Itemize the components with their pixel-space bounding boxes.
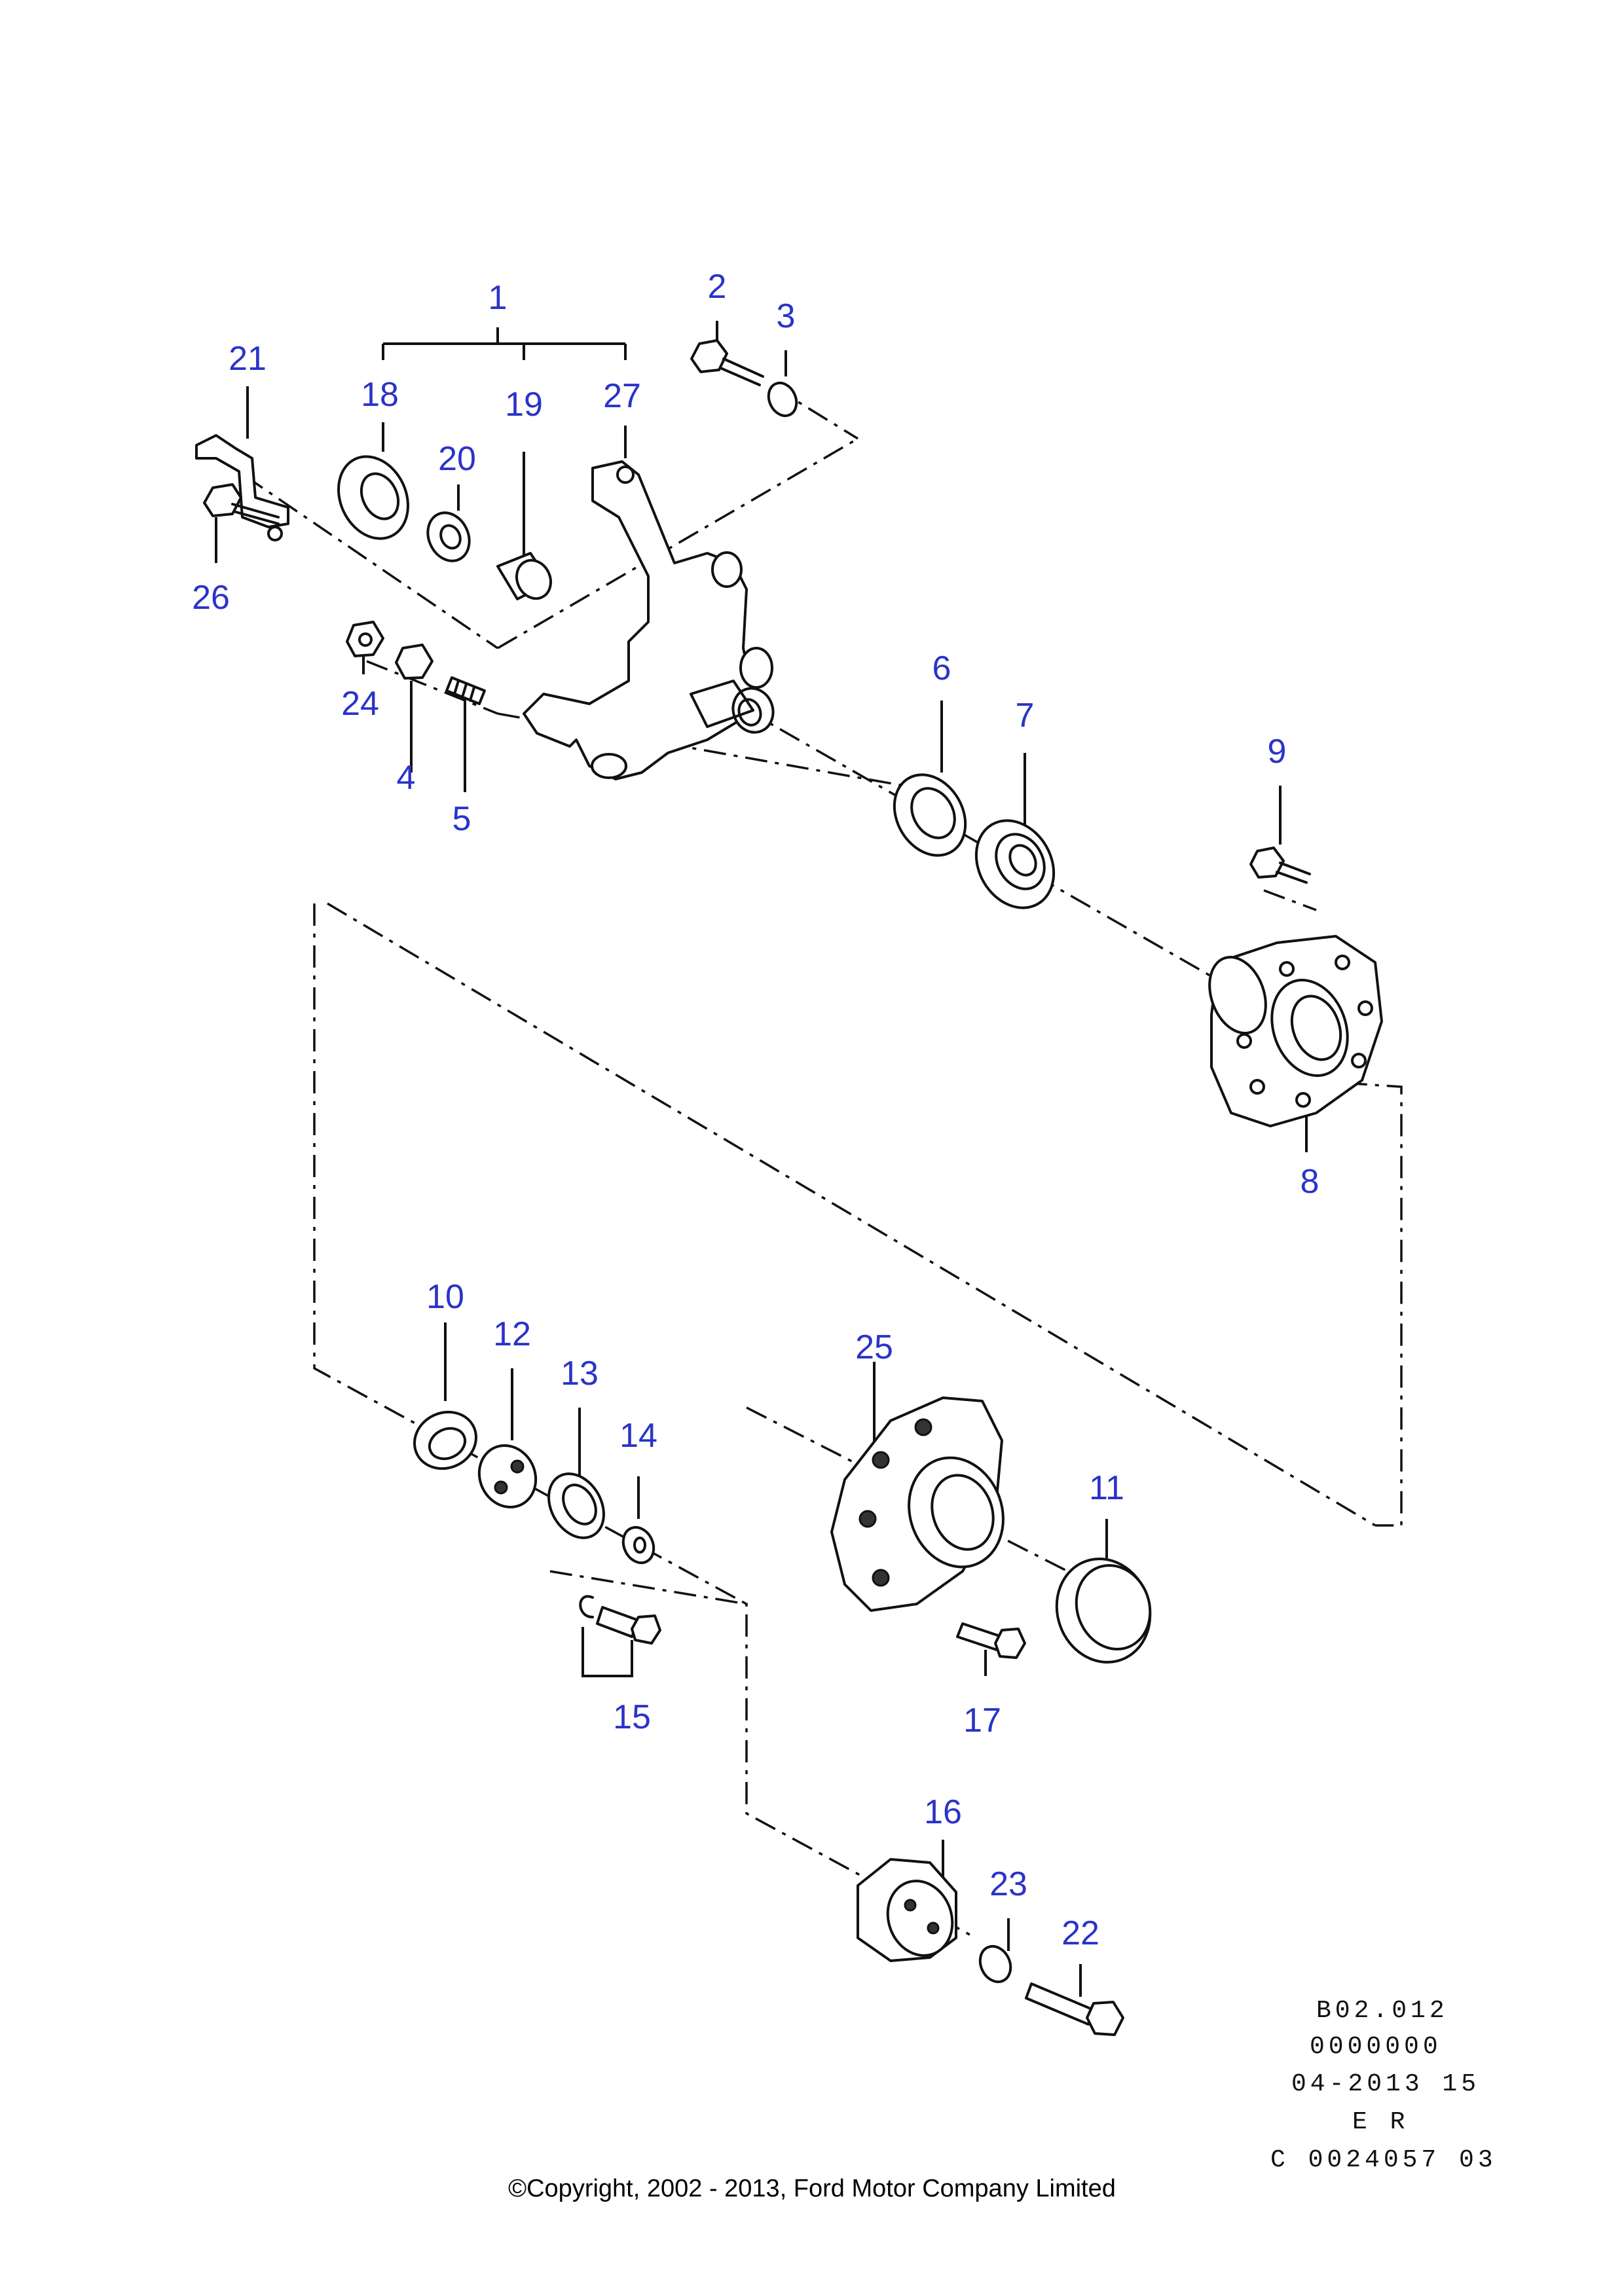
callout-10: 10 — [426, 1278, 464, 1316]
bracket-bolt — [203, 483, 280, 525]
callout-19: 19 — [505, 386, 543, 424]
callout-7: 7 — [1016, 697, 1035, 735]
hub-cap — [1055, 1558, 1152, 1664]
hex-nut — [395, 644, 434, 680]
callout-20: 20 — [438, 440, 476, 478]
drive-flange — [830, 1396, 1005, 1612]
callout-9: 9 — [1268, 733, 1287, 771]
callout-8: 8 — [1301, 1163, 1320, 1201]
assembly-centerlines — [209, 385, 1403, 1939]
reference-line-2: 0000000 — [1310, 2033, 1442, 2061]
hub-seal — [413, 1410, 477, 1470]
lock-washer — [767, 381, 798, 418]
callout-27: 27 — [603, 377, 641, 415]
abs-sensor-bracket — [195, 434, 289, 541]
copyright-notice: ©Copyright, 2002 - 2013, Ford Motor Comp… — [508, 2175, 1116, 2202]
callout-23: 23 — [989, 1865, 1027, 1903]
callout-15: 15 — [613, 1698, 651, 1736]
callout-24: 24 — [341, 685, 379, 723]
bearing-retainer — [477, 1444, 538, 1508]
wheel-hub — [1208, 935, 1383, 1127]
callout-18: 18 — [361, 376, 399, 414]
thrust-washer — [426, 511, 471, 562]
callout-1: 1 — [489, 279, 507, 317]
callout-25: 25 — [855, 1328, 893, 1366]
callout-3: 3 — [777, 297, 796, 335]
callout-leaders — [215, 321, 1308, 1997]
callout-5: 5 — [452, 800, 471, 838]
knuckle-bolt — [690, 339, 764, 386]
reference-line-5: C 0024057 03 — [1270, 2146, 1497, 2174]
steering-knuckle — [523, 460, 775, 780]
callout-21: 21 — [229, 340, 267, 378]
callout-26: 26 — [192, 579, 230, 617]
locking-hub-cone — [857, 1858, 957, 1962]
callout-labels: 1 2 3 21 18 19 27 20 26 24 4 5 6 7 9 8 1… — [192, 268, 1319, 1952]
dust-seal — [337, 455, 409, 540]
flange-bolt — [956, 1622, 1026, 1659]
flange-nut — [346, 621, 384, 657]
callout-17: 17 — [963, 1702, 1001, 1740]
callout-22: 22 — [1061, 1914, 1099, 1952]
wheel-stud — [445, 676, 486, 705]
reference-line-4: E R — [1352, 2108, 1409, 2136]
callout-16: 16 — [924, 1793, 962, 1831]
callout-6: 6 — [932, 649, 951, 687]
callout-4: 4 — [397, 759, 416, 797]
callout-12: 12 — [493, 1315, 531, 1353]
callout-13: 13 — [561, 1355, 599, 1393]
hub-bolt — [1249, 847, 1311, 884]
wheel-bearing — [974, 819, 1056, 909]
reference-line-3: 04-2013 15 — [1291, 2070, 1481, 2098]
kingpin-bush — [496, 552, 552, 600]
centre-bolt — [1025, 1982, 1124, 2036]
oil-seal — [893, 773, 967, 857]
callout-14: 14 — [619, 1417, 657, 1455]
reference-line-1: B02.012 — [1316, 1997, 1449, 2025]
tone-ring-bolt-set — [579, 1595, 661, 1645]
bolt-washer — [978, 1944, 1012, 1984]
spacer-washer — [621, 1525, 655, 1565]
callout-11: 11 — [1089, 1469, 1124, 1507]
abs-tone-ring — [547, 1472, 605, 1539]
callout-2: 2 — [708, 268, 727, 306]
